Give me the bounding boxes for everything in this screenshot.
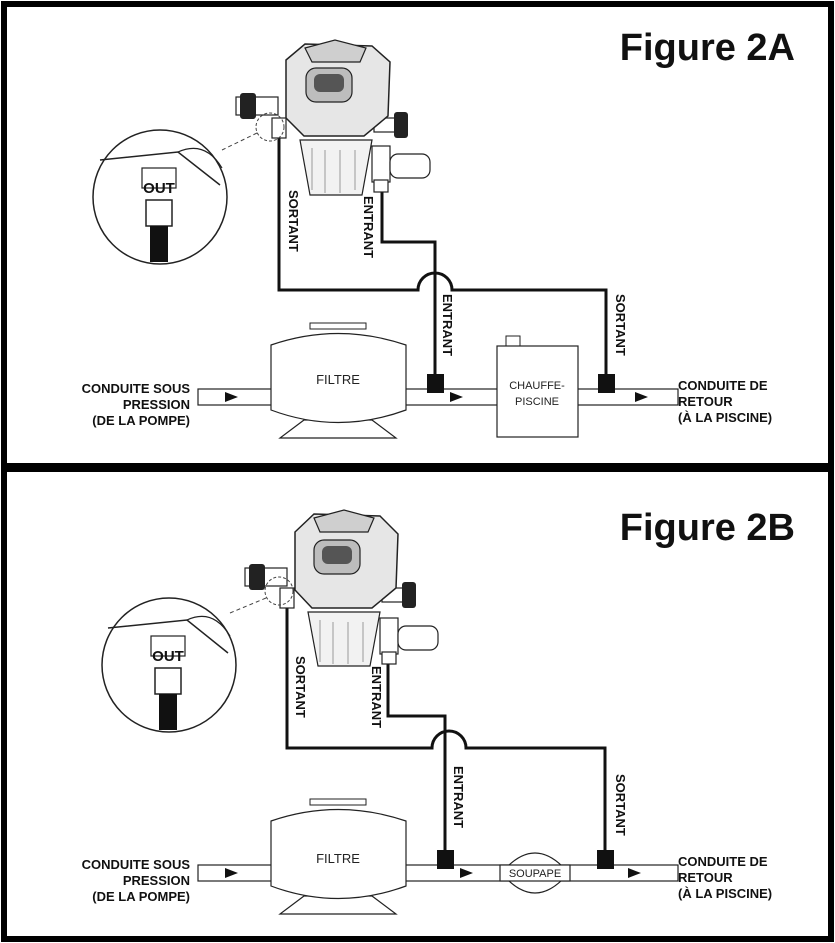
filter-tank: FILTRE [270,798,407,915]
zoom-leader [221,132,258,151]
svg-text:RETOUR: RETOUR [678,870,733,885]
outlet-label-top: SORTANT [286,190,301,252]
inlet-label-bottom: ENTRANT [451,766,466,828]
zoom-detail: OUT [101,597,237,733]
return-line-label: CONDUITE DE RETOUR (À LA PISCINE) [678,854,772,901]
flow-arrow [225,392,238,402]
svg-text:CONDUITE DE: CONDUITE DE [678,378,768,393]
pressure-line-label: CONDUITE SOUS PRESSION (DE LA POMPE) [82,857,191,904]
svg-text:PRESSION: PRESSION [123,397,190,412]
zoom-detail: OUT [92,129,228,265]
outlet-label-bottom: SORTANT [613,774,628,836]
svg-text:(DE LA POMPE): (DE LA POMPE) [92,889,190,904]
outlet-fitting [597,850,614,869]
svg-text:CONDUITE DE: CONDUITE DE [678,854,768,869]
check-valve: SOUPAPE [499,852,571,894]
panel-figure-2a: Figure 2A FILTRE CHAUFFE- PISCINE SORTAN… [82,27,795,439]
figure-title: Figure 2B [620,507,795,549]
zoom-marker [255,112,285,142]
svg-text:(À LA PISCINE): (À LA PISCINE) [678,886,772,901]
filter-label: FILTRE [316,851,360,866]
pressure-line-label: CONDUITE SOUS PRESSION (DE LA POMPE) [82,381,191,428]
svg-text:CONDUITE SOUS: CONDUITE SOUS [82,381,191,396]
out-marking: OUT [152,648,184,665]
filter-tank: FILTRE [270,322,407,439]
flow-arrow [450,392,463,402]
outlet-label-top: SORTANT [293,656,308,718]
svg-text:(À LA PISCINE): (À LA PISCINE) [678,410,772,425]
outlet-label-bottom: SORTANT [613,294,628,356]
out-marking: OUT [143,180,175,197]
inlet-label-top: ENTRANT [369,666,384,728]
inlet-tubing [386,663,447,854]
svg-text:(DE LA POMPE): (DE LA POMPE) [92,413,190,428]
panel-divider [4,463,831,472]
inlet-label-bottom: ENTRANT [440,294,455,356]
zoom-marker [264,576,294,606]
chlorinator-feeder [244,509,439,667]
inlet-fitting [427,374,444,393]
figure-title: Figure 2A [620,27,795,69]
valve-label: SOUPAPE [509,868,561,880]
inlet-tubing [380,190,437,378]
flow-arrow [628,868,641,878]
pool-heater: CHAUFFE- PISCINE [496,335,579,438]
chlorinator-feeder [235,39,431,196]
return-line-label: CONDUITE DE RETOUR (À LA PISCINE) [678,378,772,425]
flow-arrow [635,392,648,402]
flow-arrow [225,868,238,878]
outlet-tubing [285,594,607,854]
outlet-fitting [598,374,615,393]
svg-text:PRESSION: PRESSION [123,873,190,888]
flow-arrow [460,868,473,878]
heater-label-line1: CHAUFFE- [509,380,565,392]
svg-text:CONDUITE SOUS: CONDUITE SOUS [82,857,191,872]
inlet-label-top: ENTRANT [361,196,376,258]
svg-text:RETOUR: RETOUR [678,394,733,409]
heater-label-line2: PISCINE [515,396,559,408]
zoom-leader [229,597,267,614]
panel-figure-2b: Figure 2B FILTRE SOUPAPE SORTANT ENTRANT… [82,507,795,915]
filter-label: FILTRE [316,372,360,387]
inlet-fitting [437,850,454,869]
